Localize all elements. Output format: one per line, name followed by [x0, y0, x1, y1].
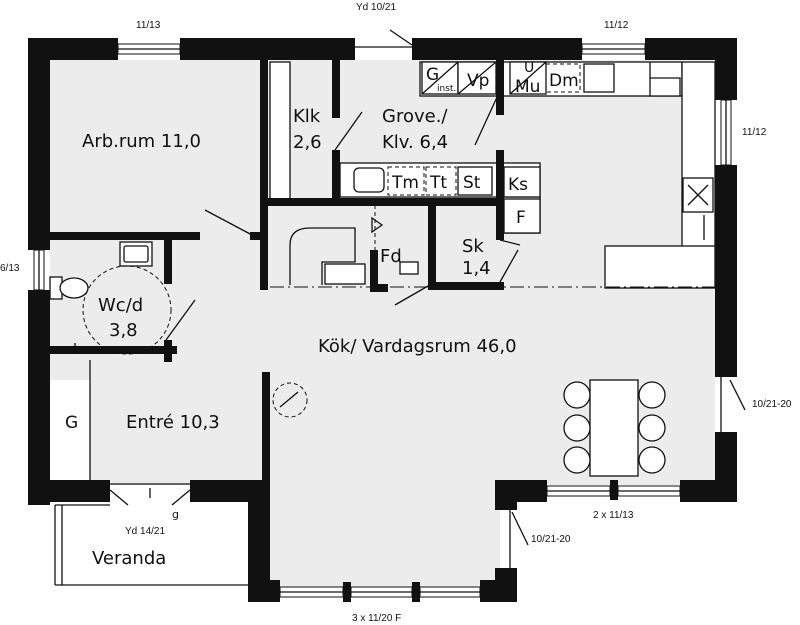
windows [33, 43, 732, 598]
fixture-ks: Ks [508, 175, 528, 195]
fixture-g-inst: G [426, 65, 439, 85]
dim-bottom-right-windows: 2 x 11/13 [593, 510, 634, 521]
dim-veranda-door: Yd 14/21 [125, 526, 165, 537]
dim-top-yd: Yd 10/21 [356, 2, 396, 13]
fixture-g-small: g [172, 508, 179, 521]
room-entre: Entré 10,3 [126, 412, 220, 433]
room-klk-area: 2,6 [293, 132, 322, 153]
dim-bottom-windows: 3 x 11/20 F [352, 613, 401, 624]
outer-walls [28, 38, 737, 602]
fixture-tt: Tt [429, 173, 447, 193]
dining-table [563, 379, 666, 477]
fixture-st: St [463, 173, 481, 193]
fireplace-icon [272, 382, 308, 418]
dim-right-door: 10/21-20 [752, 399, 792, 410]
misc-lines [54, 215, 715, 586]
fixture-tm: Tm [391, 173, 419, 193]
room-kok-vardagsrum: Kök/ Vardagsrum 46,0 [318, 336, 517, 357]
dim-left-window: 6/13 [0, 263, 20, 274]
fixture-f: F [516, 208, 526, 228]
dim-top-right-window: 11/12 [604, 20, 629, 31]
fixture-u: U [524, 60, 534, 76]
room-grove-area: Klv. 6,4 [382, 132, 448, 153]
bathroom-fixtures [49, 241, 172, 355]
fixture-dm: Dm [549, 71, 579, 91]
dim-bay-door: 10/21-20 [531, 534, 571, 545]
fixture-vp: Vp [467, 71, 489, 91]
floor-fills [50, 60, 715, 595]
room-sk-name: Sk [462, 236, 484, 257]
fixture-g-entre: G [65, 413, 78, 433]
room-sk-area: 1,4 [462, 258, 491, 279]
room-arbrum: Arb.rum 11,0 [82, 131, 201, 152]
room-grove-name: Grove./ [382, 106, 448, 127]
fixture-boxes [387, 61, 615, 275]
room-veranda: Veranda [92, 548, 166, 569]
stove-icon [682, 177, 714, 213]
sink-icon [353, 167, 385, 193]
room-wc-name: Wc/d [98, 295, 143, 316]
doors [109, 29, 746, 568]
dim-top-left-window: 11/13 [136, 20, 161, 31]
dim-right-upper-window: 11/12 [742, 127, 767, 138]
room-klk-name: Klk [293, 106, 321, 127]
fixture-mu: Mu [515, 77, 540, 97]
fixture-inst: inst. [437, 84, 456, 94]
room-wc-area: 3,8 [109, 320, 138, 341]
room-fd: Fd [380, 246, 402, 267]
